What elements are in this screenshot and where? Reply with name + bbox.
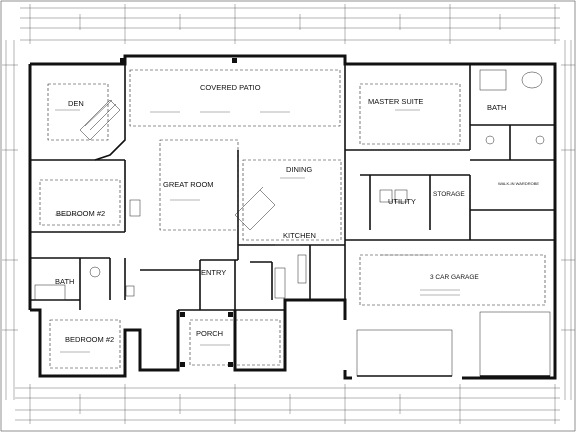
- bedroom-2-upper-label: BEDROOM #2: [56, 209, 105, 218]
- walk-in-wardrobe-label: WALK-IN WARDROBE: [498, 181, 539, 186]
- bottom-dimension-lines: [15, 387, 560, 421]
- storage-label: STORAGE: [433, 191, 465, 198]
- porch-label: PORCH: [196, 329, 223, 338]
- bedroom-2-lower-label: BEDROOM #2: [65, 335, 114, 344]
- kitchen-label: KITCHEN: [283, 231, 316, 240]
- interior-walls: [30, 64, 555, 311]
- exterior-walls: [28, 54, 557, 380]
- annotation-marks: [55, 109, 460, 353]
- top-dimension-lines: [20, 7, 560, 41]
- utility-label: UTILITY: [388, 197, 416, 206]
- garage-doors: [356, 311, 551, 377]
- master-bath-label: BATH: [487, 103, 506, 112]
- den-label: DEN: [68, 99, 84, 108]
- bath-left-label: BATH: [55, 277, 74, 286]
- entry-label: ENTRY: [201, 268, 226, 277]
- dimension-ticks: [2, 4, 575, 424]
- garage-label: 3 CAR GARAGE: [430, 274, 479, 281]
- dining-label: DINING: [286, 165, 312, 174]
- master-suite-label: MASTER SUITE: [368, 97, 423, 106]
- angled-stair-element: [79, 99, 276, 231]
- covered-patio-label: COVERED PATIO: [200, 83, 261, 92]
- plumbing-fixtures: [34, 69, 545, 301]
- porch-columns: [120, 58, 237, 367]
- side-dimension-lines: [5, 40, 572, 400]
- great-room-label: GREAT ROOM: [163, 180, 214, 189]
